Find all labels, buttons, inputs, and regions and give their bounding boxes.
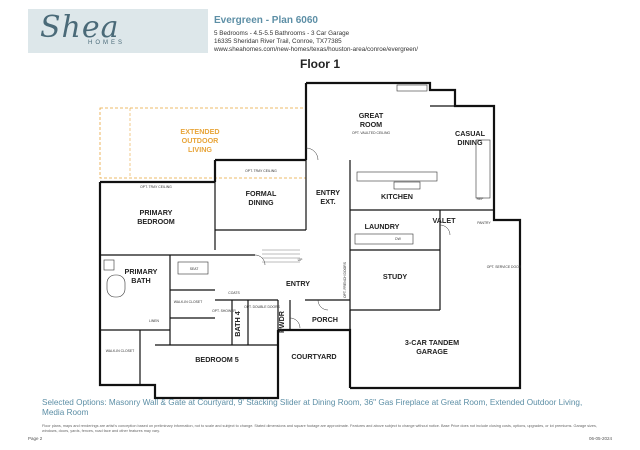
svg-text:OPT. FRENCH DOORS: OPT. FRENCH DOORS xyxy=(343,261,347,298)
porch-label: PORCH xyxy=(312,315,338,324)
pantry-label: PANTRY xyxy=(477,221,491,225)
pwdr-label: PWDR xyxy=(277,310,286,333)
svg-text:BATH: BATH xyxy=(131,276,150,285)
svg-text:ROOM: ROOM xyxy=(360,120,382,129)
svg-text:LINEN: LINEN xyxy=(149,319,160,323)
svg-text:SEAT: SEAT xyxy=(190,267,199,271)
bath4-label: BATH 4 xyxy=(233,311,242,336)
laundry-label: LAUNDRY xyxy=(365,222,400,231)
shea-homes-logo[interactable] xyxy=(28,9,208,53)
svg-text:DINING: DINING xyxy=(248,198,274,207)
logo-script: Shea xyxy=(40,10,120,45)
primary-bedroom-label: PRIMARY xyxy=(140,208,173,217)
plan-title: Evergreen - Plan 6060 xyxy=(214,15,318,26)
entry-ext-label: ENTRY xyxy=(316,188,340,197)
casual-dining-label: CASUAL xyxy=(455,129,486,138)
svg-text:OPT. TRAY CEILING: OPT. TRAY CEILING xyxy=(140,185,172,189)
courtyard-label: COURTYARD xyxy=(291,352,336,361)
svg-text:WALK-IN CLOSET: WALK-IN CLOSET xyxy=(106,349,135,353)
svg-text:OPT. VAULTED CEILING: OPT. VAULTED CEILING xyxy=(352,131,390,135)
svg-text:BEDROOM: BEDROOM xyxy=(137,217,175,226)
svg-text:OPT. SERVICE DOOR: OPT. SERVICE DOOR xyxy=(487,265,522,269)
svg-text:OUTDOOR: OUTDOOR xyxy=(182,136,220,145)
logo-subtext: HOMES xyxy=(88,40,126,46)
bedroom5-label: BEDROOM 5 xyxy=(195,355,239,364)
extended-outdoor-label: EXTENDED xyxy=(180,127,219,136)
study-label: STUDY xyxy=(383,272,408,281)
plan-url[interactable]: www.sheahomes.com/new-homes/texas/housto… xyxy=(214,46,419,53)
plan-specs: 5 Bedrooms - 4.5-5.5 Bathrooms - 3 Car G… xyxy=(214,30,350,37)
floor-label: Floor 1 xyxy=(299,57,340,71)
garage-label: 3-CAR TANDEM xyxy=(405,338,459,347)
coats-label: COATS xyxy=(228,291,240,295)
svg-text:OPT. DOUBLE DOORS: OPT. DOUBLE DOORS xyxy=(244,305,281,309)
page-number: Page 2 xyxy=(28,436,43,441)
plan-address: 16335 Sheridan River Trail, Conroe, TX77… xyxy=(214,38,342,45)
header: Shea HOMES Evergreen - Plan 6060 5 Bedro… xyxy=(0,0,640,56)
great-room-label: GREAT xyxy=(359,111,384,120)
primary-bath-label: PRIMARY xyxy=(125,267,158,276)
kitchen-label: KITCHEN xyxy=(381,192,413,201)
svg-text:OPT. SHOWER: OPT. SHOWER xyxy=(212,309,236,313)
svg-text:REF: REF xyxy=(477,197,484,201)
entry-label: ENTRY xyxy=(286,279,310,288)
svg-text:LIVING: LIVING xyxy=(188,145,212,154)
svg-text:UP: UP xyxy=(298,258,303,262)
formal-dining-label: FORMAL xyxy=(246,189,277,198)
stairs xyxy=(262,249,300,263)
svg-text:GARAGE: GARAGE xyxy=(416,347,448,356)
svg-text:OPT. TRAY CEILING: OPT. TRAY CEILING xyxy=(245,169,277,173)
valet-label: VALET xyxy=(432,216,456,225)
disclaimer: Floor plans, maps and renderings are art… xyxy=(42,424,597,433)
svg-text:DINING: DINING xyxy=(457,138,483,147)
interior-walls xyxy=(100,105,494,388)
footer-date: 06-05-2024 xyxy=(588,436,612,441)
svg-text:EXT.: EXT. xyxy=(320,197,335,206)
doors xyxy=(254,147,451,329)
svg-text:DW: DW xyxy=(395,237,401,241)
fixtures xyxy=(103,84,491,298)
walk-in-closet-label: WALK-IN CLOSET xyxy=(174,300,203,304)
selected-options: Selected Options: Masonry Wall & Gate at… xyxy=(42,398,583,417)
